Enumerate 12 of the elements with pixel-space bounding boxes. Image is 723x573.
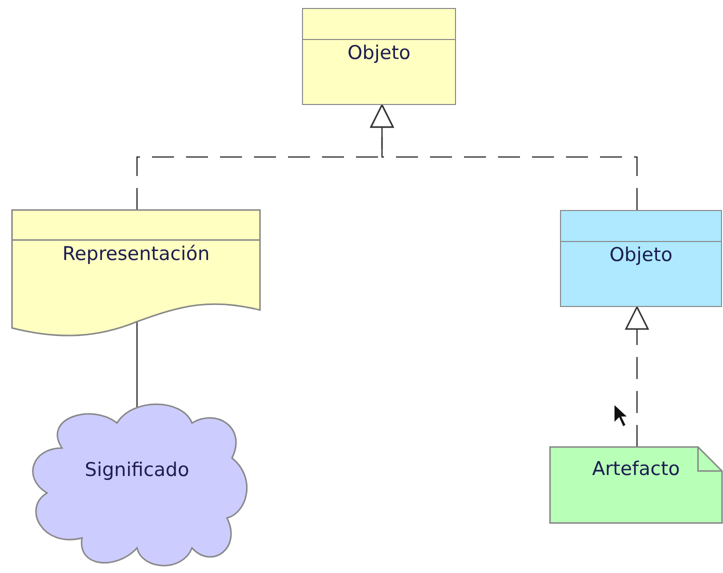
node-label: Objeto [609, 244, 673, 266]
dashed-connector [625, 306, 649, 447]
node-label: Objeto [347, 42, 411, 64]
node-label: Artefacto [592, 458, 680, 480]
class-box [302, 8, 456, 105]
dashed-connector [370, 104, 638, 210]
class-box [560, 210, 722, 307]
node-label: Significado [84, 459, 190, 481]
connector [136, 322, 138, 408]
note-shape [550, 447, 722, 523]
document-shape [12, 210, 260, 338]
node-label: Representación [62, 243, 210, 265]
